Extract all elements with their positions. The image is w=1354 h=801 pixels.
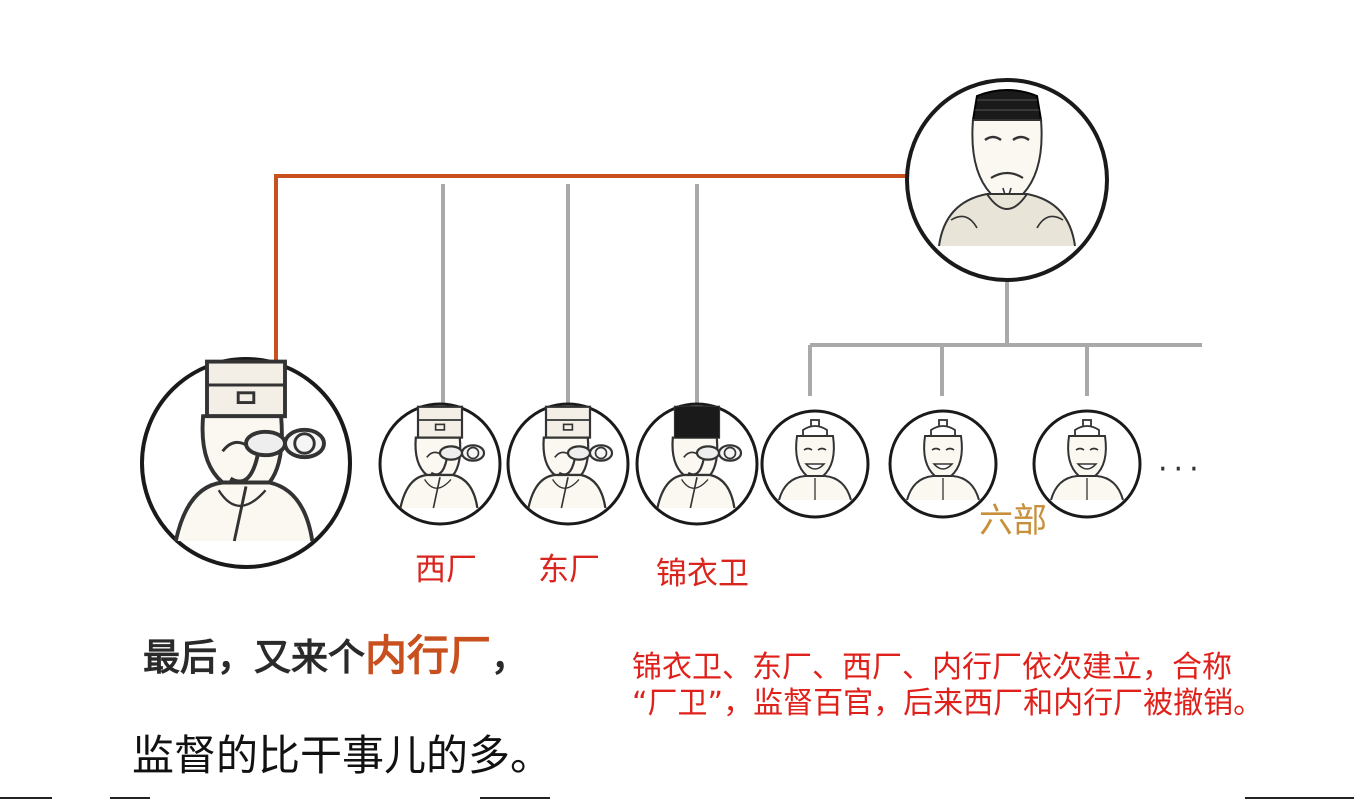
note-line-2: “厂卫”，监督百官，后来西厂和内行厂被撤销。 <box>632 686 1264 721</box>
orange-connector <box>274 174 907 362</box>
caption-after: ， <box>491 636 529 679</box>
minister-1-icon <box>760 409 870 519</box>
bottom-divider-1 <box>0 797 52 799</box>
bottom-divider-4 <box>1245 797 1354 799</box>
note-line-1: 锦衣卫、东厂、西厂、内行厂依次建立，合称 <box>632 650 1232 685</box>
caption-before: 最后，又来个 <box>143 636 365 679</box>
label-dongchang: 东厂 <box>538 552 600 588</box>
note-text: 锦衣卫、东厂、西厂、内行厂依次建立，合称 “厂卫”，监督百官，后来西厂和内行厂被… <box>632 650 1263 722</box>
caption-highlight: 内行厂 <box>365 631 492 680</box>
minister-3-icon <box>1032 409 1142 519</box>
jinyiwei-official-icon <box>635 402 759 526</box>
xichang-official-icon <box>378 402 502 526</box>
emperor-portrait-icon <box>905 78 1109 282</box>
caption-line-1: 最后，又来个内行厂， <box>143 622 528 683</box>
caption-line-2: 监督的比干事儿的多。 <box>132 731 553 780</box>
bottom-divider-3 <box>480 797 550 799</box>
neixingchang-official-icon <box>140 357 352 569</box>
minister-2-icon <box>888 409 998 519</box>
dongchang-official-icon <box>506 402 630 526</box>
label-jinyiwei: 锦衣卫 <box>656 556 749 592</box>
label-xichang: 西厂 <box>415 552 477 588</box>
bottom-divider-2 <box>110 797 150 799</box>
label-liubu: 六部 <box>979 501 1047 541</box>
ellipsis: ··· <box>1158 452 1205 487</box>
